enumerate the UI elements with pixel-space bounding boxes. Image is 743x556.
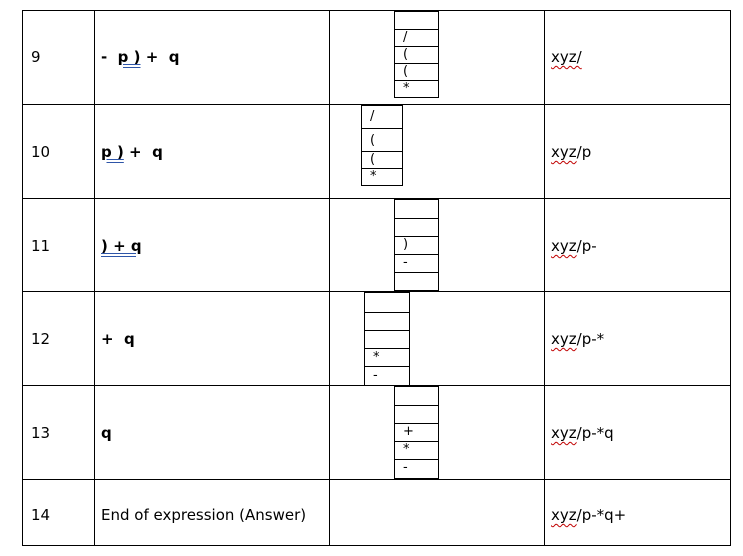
stack-slot [395,387,438,405]
row-divider [22,198,731,199]
row-divider [22,104,731,105]
stack-slot: ( [395,63,438,80]
postfix-part: /p-*q+ [576,506,627,524]
row-divider [22,479,731,480]
postfix-part: xyz [551,237,577,255]
stack-slot: * [395,80,438,97]
stack-slot: - [365,366,409,385]
stack-slot: ) [395,236,438,254]
postfix-part: xyz/ [551,48,582,66]
expression-remaining: ) + q [101,237,142,255]
operator-stack: / ( ( * [361,105,403,186]
stack-slot: / [370,109,375,124]
stack-slot [395,200,438,218]
table-border-left [22,10,23,546]
column-divider [544,10,545,546]
stack-slot [365,293,409,312]
expression-part: + q [123,143,163,161]
postfix-part: /p-* [576,330,605,348]
expression-part: ) + q [101,237,142,255]
postfix-part: xyz [551,424,577,442]
step-number: 13 [31,424,51,442]
stack-slot: / [395,29,438,46]
stack-slot: + [395,423,438,441]
expression-remaining: p ) + q [101,143,163,161]
step-number: 11 [31,237,51,255]
step-number: 10 [31,143,51,161]
postfix-part: /p [576,143,592,161]
postfix-output: xyz/p-* [551,330,604,348]
expression-part: p ) [117,48,141,66]
stack-slot [365,330,409,348]
stack-slot: - [395,254,438,272]
row-divider [22,291,731,292]
expression-remaining: q [101,424,112,442]
stack-slot [395,218,438,236]
postfix-part: /p- [576,237,597,255]
stack-slot: ( [362,128,402,151]
postfix-output: xyz/p- [551,237,597,255]
stack-slot [395,405,438,423]
postfix-output: xyz/p [551,143,591,161]
stack-slot [365,312,409,330]
step-number: 9 [31,48,41,66]
postfix-output: xyz/ [551,48,582,66]
stack-slot: * [362,168,402,185]
postfix-part: /p-*q [576,424,614,442]
expression-remaining: End of expression (Answer) [101,506,307,524]
operator-stack: * - [364,292,410,386]
step-number: 12 [31,330,51,348]
postfix-output: xyz/p-*q+ [551,506,626,524]
operator-stack: / ( ( * [394,11,439,98]
stack-slot [395,272,438,290]
row-divider [22,545,731,546]
stack-slot: * [395,441,438,459]
expression-part: p ) [101,143,124,161]
expression-remaining: - p ) + q [101,48,179,66]
postfix-part: xyz [551,506,577,524]
operator-stack: ) - [394,199,439,291]
column-divider [329,10,330,546]
postfix-part: xyz [551,330,577,348]
postfix-output: xyz/p-*q [551,424,614,442]
stack-slot [395,12,438,29]
column-divider [94,10,95,546]
table-border-right [730,10,731,546]
stack-slot: ( [395,46,438,63]
expression-remaining: + q [101,330,135,348]
stack-slot: - [395,459,438,478]
row-divider [22,10,731,11]
expression-part: - [101,48,118,66]
operator-stack: + * - [394,386,439,479]
postfix-part: xyz [551,143,577,161]
stack-slot: ( [362,151,402,168]
stack-slot: * [365,348,409,366]
step-number: 14 [31,506,51,524]
expression-part: + q [140,48,180,66]
